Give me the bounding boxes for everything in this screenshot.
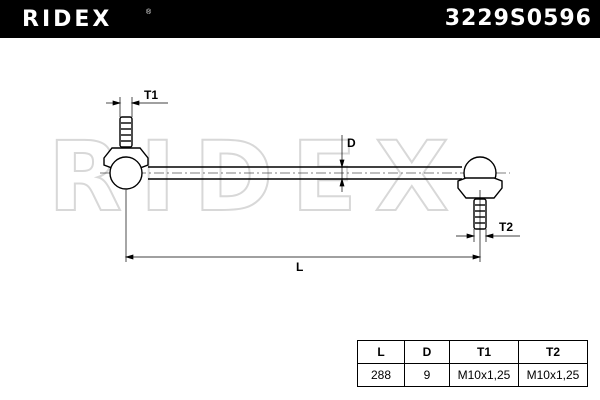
d-label: D — [347, 136, 356, 150]
brand-registered-mark: ® — [146, 9, 152, 16]
spec-header-l: L — [357, 340, 405, 364]
technical-drawing: RIDEX T1 D — [47, 88, 520, 274]
spec-value-row: 288 9 M10x1,25 M10x1,25 — [357, 363, 588, 387]
l-label: L — [296, 260, 303, 274]
brand-logo: RIDEX — [22, 7, 113, 32]
spec-value-l: 288 — [357, 363, 405, 387]
l-dimension — [124, 190, 482, 262]
spec-header-d: D — [404, 340, 450, 364]
part-number: 3229S0596 — [444, 6, 592, 31]
spec-value-d: 9 — [404, 363, 450, 387]
t2-label: T2 — [499, 220, 513, 234]
t1-dimension — [106, 97, 168, 117]
stabiliser-rod — [148, 166, 462, 180]
spec-table: L D T1 T2 288 9 M10x1,25 M10x1,25 — [357, 340, 588, 387]
spec-value-t2: M10x1,25 — [518, 363, 588, 387]
t1-label: T1 — [144, 88, 158, 102]
d-dimension — [339, 135, 345, 192]
header-bar: RIDEX ® 3229S0596 — [0, 0, 600, 38]
spec-header-t1: T1 — [449, 340, 519, 364]
spec-header-t2: T2 — [518, 340, 588, 364]
t2-dimension — [456, 229, 520, 242]
left-ball-joint — [103, 116, 149, 190]
spec-header-row: L D T1 T2 — [357, 340, 588, 364]
spec-value-t1: M10x1,25 — [449, 363, 519, 387]
